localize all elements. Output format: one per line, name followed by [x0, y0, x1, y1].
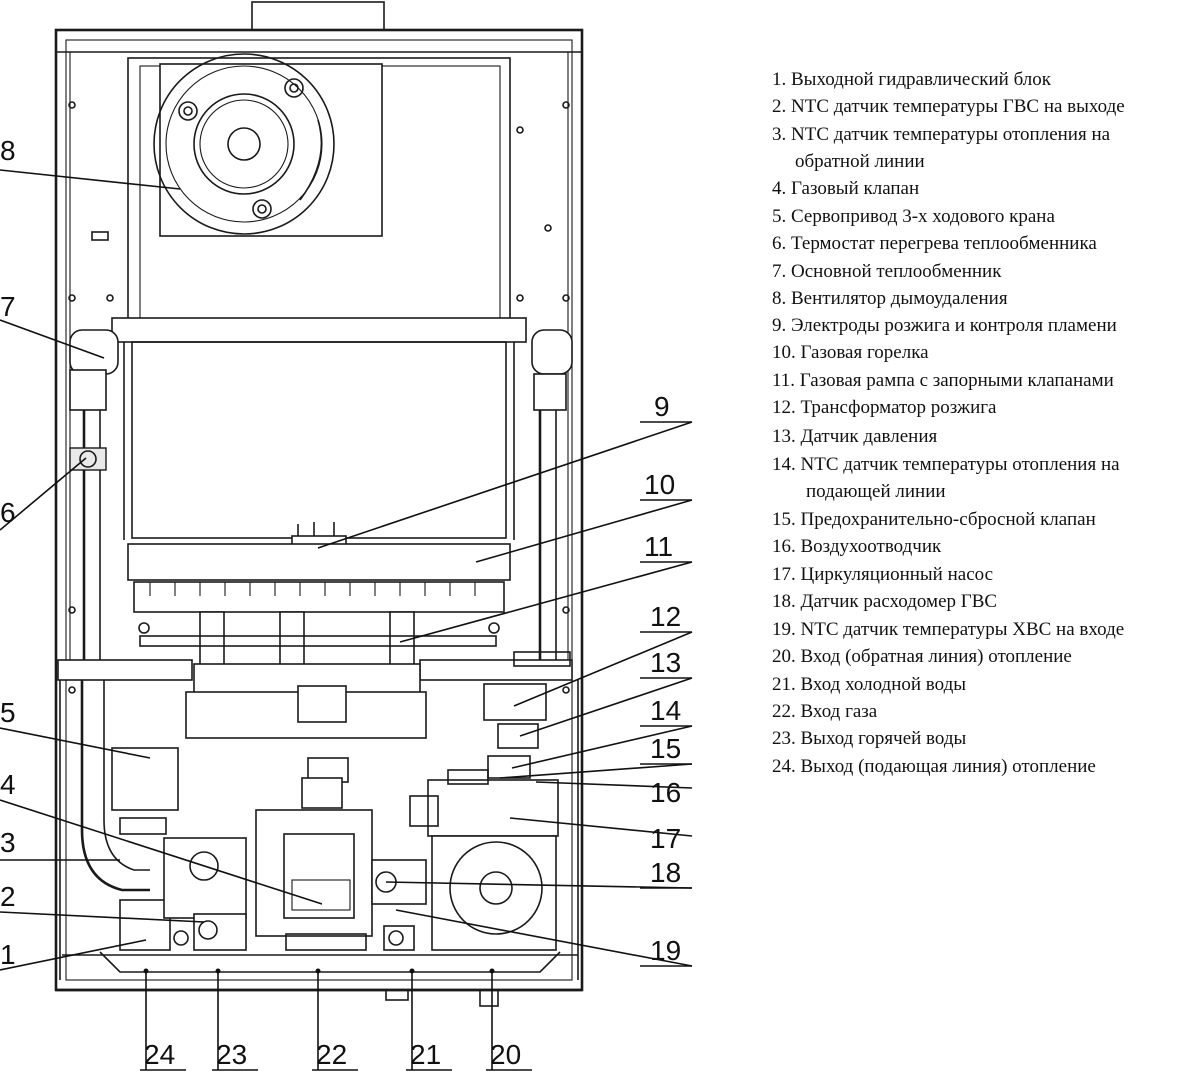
callout-18: 18: [650, 857, 681, 888]
legend-item-22: 22. Вход газа: [772, 701, 878, 722]
hydraulic-outlet-block: [119, 837, 247, 951]
flue-outlet: [251, 1, 385, 31]
legend-item-12: 12. Трансформатор розжига: [772, 397, 997, 418]
leader-13: [519, 677, 693, 737]
legend-item-18: 18. Датчик расходомер ГВС: [772, 591, 997, 612]
leader-1: [0, 939, 147, 971]
leader-7: [0, 319, 105, 359]
callout-11: 11: [644, 531, 673, 562]
callout-numbers: 8 7 6 5 4 3 2 1 9 10 11 12 13 14 15 16 1…: [0, 135, 681, 1070]
legend-item-8: 8. Вентилятор дымоудаления: [772, 288, 1008, 309]
legend-item-6: 6. Термостат перегрева теплообменника: [772, 233, 1097, 254]
three-way-servo: [111, 747, 179, 835]
legend-item-19: 19. NTC датчик температуры ХВС на входе: [772, 619, 1124, 640]
gas-valve: [255, 777, 373, 951]
legend-item-14-cont: подающей линии: [806, 481, 946, 502]
leader-lines: [0, 169, 693, 1071]
legend-item-5: 5. Сервопривод 3-х ходового крана: [772, 206, 1055, 227]
legend-item-9: 9. Электроды розжига и контроля пламени: [772, 315, 1117, 336]
main-heat-exchanger: [131, 341, 507, 539]
callout-7: 7: [0, 291, 16, 322]
legend-item-10: 10. Газовая горелка: [772, 342, 929, 363]
gas-burner: [127, 543, 511, 634]
callout-24: 24: [144, 1039, 175, 1070]
legend-item-11: 11. Газовая рампа с запорными клапанами: [772, 370, 1114, 391]
leader-9: [317, 421, 693, 549]
callout-8: 8: [0, 135, 16, 166]
callout-5: 5: [0, 697, 16, 728]
legend-item-4: 4. Газовый клапан: [772, 178, 919, 199]
leader-17: [509, 817, 693, 837]
legend-item-14: 14. NTC датчик температуры отопления на: [772, 454, 1120, 475]
leader-6: [0, 457, 87, 531]
legend-item-20: 20. Вход (обратная линия) отопление: [772, 646, 1072, 667]
leader-10: [475, 499, 693, 563]
callout-12: 12: [650, 601, 681, 632]
leader-19: [395, 909, 693, 967]
ignition-transformer: [483, 651, 571, 721]
callout-22: 22: [316, 1039, 347, 1070]
callout-15: 15: [650, 733, 681, 764]
legend-item-1: 1. Выходной гидравлический блок: [772, 69, 1052, 90]
callout-6: 6: [0, 497, 16, 528]
legend-item-3: 3. NTC датчик температуры отопления на: [772, 124, 1111, 145]
leader-8: [0, 169, 181, 190]
legend-item-3-cont: обратной линии: [795, 151, 925, 172]
callout-17: 17: [650, 823, 681, 854]
legend-item-17: 17. Циркуляционный насос: [772, 564, 993, 585]
callout-4: 4: [0, 769, 16, 800]
leader-5: [0, 727, 151, 759]
legend-item-24: 24. Выход (подающая линия) отопление: [772, 756, 1096, 777]
legend-item-21: 21. Вход холодной воды: [772, 674, 966, 695]
callout-23: 23: [216, 1039, 247, 1070]
leader-12: [513, 631, 693, 707]
callout-14: 14: [650, 695, 681, 726]
callout-2: 2: [0, 881, 16, 912]
callout-13: 13: [650, 647, 681, 678]
leader-18: [385, 881, 693, 889]
legend-item-16: 16. Воздухоотводчик: [772, 536, 942, 557]
callout-10: 10: [644, 469, 675, 500]
legend-item-23: 23. Выход горячей воды: [772, 728, 967, 749]
legend-item-15: 15. Предохранительно-сбросной клапан: [772, 509, 1096, 530]
leader-14: [511, 725, 693, 769]
legend-item-7: 7. Основной теплообменник: [772, 261, 1002, 282]
circulation-pump: [409, 769, 559, 951]
heat-exchanger-top: [111, 317, 527, 343]
mount-holes: [68, 101, 570, 694]
leader-16: [535, 781, 693, 789]
callout-16: 16: [650, 777, 681, 808]
flue-fan: [153, 53, 335, 235]
legend: 1. Выходной гидравлический блок 2. NTC д…: [772, 69, 1125, 777]
callout-21: 21: [410, 1039, 441, 1070]
boiler-drawing: [54, 1, 584, 1007]
callout-9: 9: [654, 391, 670, 422]
legend-item-2: 2. NTC датчик температуры ГВС на выходе: [772, 96, 1125, 117]
callout-19: 19: [650, 935, 681, 966]
callout-1: 1: [0, 939, 16, 970]
leader-2: [0, 911, 205, 923]
callout-3: 3: [0, 827, 16, 858]
pressure-sensor: [497, 723, 539, 749]
legend-item-13: 13. Датчик давления: [772, 426, 937, 447]
leader-4: [0, 799, 323, 905]
dhw-flow-sensor: [371, 859, 427, 951]
leader-15: [499, 763, 693, 779]
leader-11: [399, 561, 693, 643]
callout-20: 20: [490, 1039, 521, 1070]
